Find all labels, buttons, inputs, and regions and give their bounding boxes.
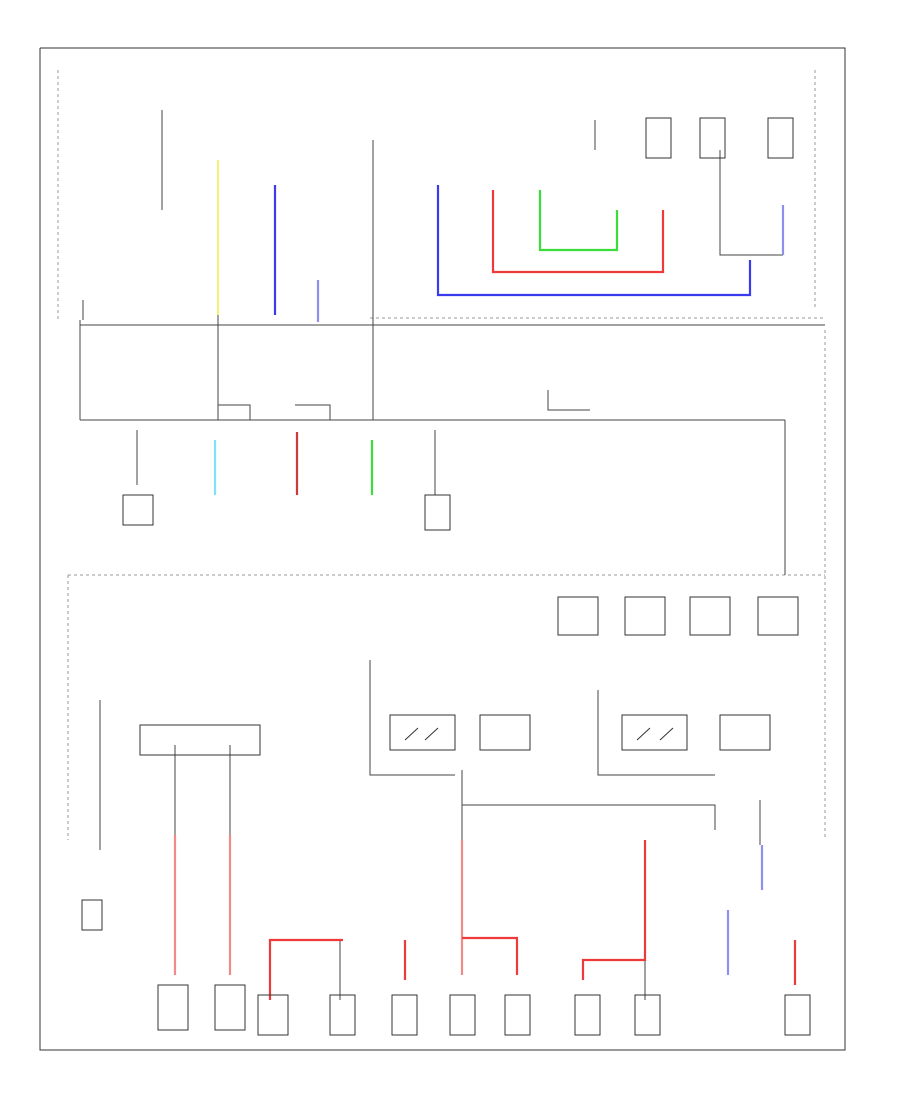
- component-box: [122, 494, 154, 526]
- component-box: [214, 984, 246, 1031]
- component-box: [645, 117, 672, 159]
- component-box: [391, 994, 418, 1036]
- frames-layer: [39, 47, 846, 1051]
- diagram-frame: [39, 47, 846, 1051]
- component-box: [719, 714, 771, 751]
- blue-wire: [436, 185, 752, 297]
- black-wire: [719, 150, 783, 256]
- component-box: [479, 714, 531, 751]
- red-wire: [581, 840, 647, 980]
- red-wire: [462, 936, 519, 975]
- component-box: [699, 117, 726, 159]
- relay-switch-symbol: [404, 727, 674, 741]
- black-wires-layer: [79, 110, 825, 1000]
- black-wire: [597, 690, 715, 776]
- component-box: [689, 596, 731, 636]
- component-box: [449, 994, 476, 1036]
- component-box: [574, 994, 601, 1036]
- component-box: [757, 596, 799, 636]
- component-box: [784, 994, 811, 1036]
- component-box: [424, 494, 451, 531]
- component-box: [389, 714, 456, 751]
- component-box: [81, 899, 103, 931]
- component-box: [504, 994, 531, 1036]
- black-wire: [547, 390, 590, 411]
- red-wire: [268, 938, 343, 1000]
- component-box: [139, 724, 261, 756]
- black-wire: [295, 404, 331, 420]
- component-box: [621, 714, 688, 751]
- black-wire: [218, 404, 251, 420]
- black-wire: [369, 660, 455, 776]
- component-box: [557, 596, 599, 636]
- component-box: [157, 984, 189, 1031]
- green-wire: [538, 190, 619, 252]
- component-box: [634, 994, 661, 1036]
- component-box: [329, 994, 356, 1036]
- black-wire: [462, 804, 716, 830]
- component-box: [767, 117, 794, 159]
- component-boxes-layer: [81, 117, 811, 1036]
- red-wire: [491, 190, 665, 274]
- colored-wires-layer: [173, 160, 797, 1000]
- component-box: [257, 994, 289, 1036]
- component-box: [624, 596, 666, 636]
